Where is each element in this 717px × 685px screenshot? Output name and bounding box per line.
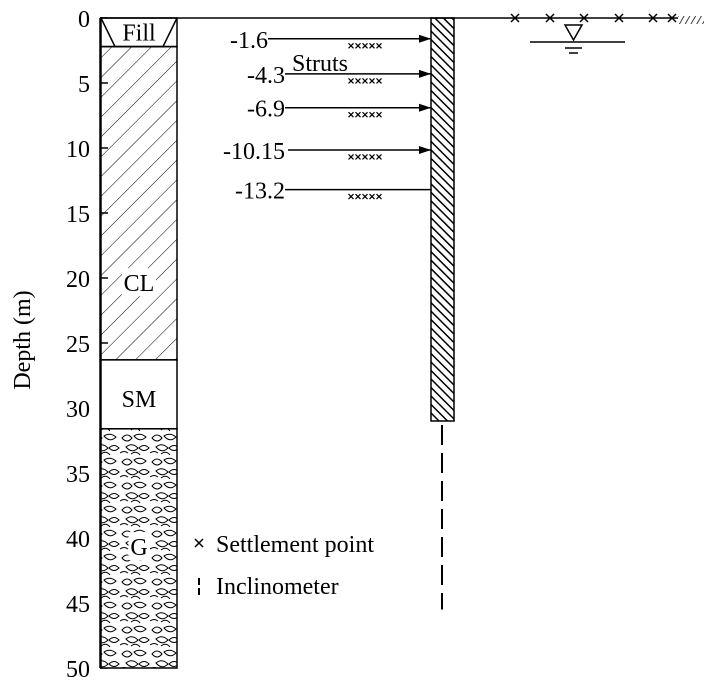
strut-level: -6.9 [247,97,431,123]
strut-level: -13.2 [235,179,431,205]
soil-layer-fill: Fill [100,17,178,48]
strut-arrowhead [419,103,431,112]
soil-layer-label: SM [122,387,157,413]
legend-inclinometer-label: Inclinometer [216,574,339,600]
ground-surface [100,13,704,54]
soil-layer-label: Fill [122,20,156,46]
tick-label: 25 [66,332,90,358]
retaining-wall [430,17,455,610]
soil-layer-sm: SM [100,359,178,430]
struts: -1.6 -4.3 -6.9 -10.15 -13.2 [223,28,431,205]
strut-arrowhead [419,34,431,43]
strut-level: -10.15 [223,139,431,165]
strut-depth-label: -1.6 [230,28,268,54]
tick-label: 30 [66,397,90,423]
strut-arrowhead [419,69,431,78]
settlement-point-marker [348,77,382,84]
tick-label: 20 [66,267,90,293]
water-level-triangle-icon [530,24,625,54]
ground-hatch-icon [678,16,704,24]
settlement-point-marker [348,193,382,200]
strut-level: -1.6 [230,28,431,54]
strut-level: -4.3 [247,63,431,89]
tick-label: 10 [66,137,90,163]
settlement-point-marker [579,13,589,23]
soil-layer-label: CL [124,271,155,297]
depth-axis-title: Depth (m) [10,290,36,389]
settlement-point-marker [614,13,624,23]
struts-label: Struts [292,51,348,77]
legend-settlement-marker [194,538,204,548]
legend: Settlement point Inclinometer [194,532,374,600]
tick-label: 5 [78,72,90,98]
settlement-point-marker [648,13,658,23]
tick-label: 40 [66,527,90,553]
settlement-points [510,13,677,23]
diaphragm-wall [430,17,455,422]
tick-label: 0 [78,7,90,33]
settlement-point-marker [348,42,382,49]
tick-label: 15 [66,202,90,228]
soil-layer-g: G [100,428,178,669]
strut-depth-label: -13.2 [235,179,285,205]
legend-settlement-label: Settlement point [216,532,374,558]
settlement-point-marker [667,13,677,23]
settlement-point-marker [348,111,382,118]
tick-label: 45 [66,592,90,618]
soil-layer-label: G [130,535,147,561]
strut-depth-label: -10.15 [223,139,285,165]
settlement-point-marker [510,13,520,23]
settlement-point-marker [545,13,555,23]
depth-axis: 0 5 10 15 20 25 30 35 40 45 50 Depth (m) [10,7,108,683]
soil-layer-cl: CL [100,45,178,361]
tick-label: 50 [66,657,90,683]
strut-arrowhead [419,145,431,154]
tick-label: 35 [66,462,90,488]
strut-depth-label: -6.9 [247,97,285,123]
settlement-point-marker [348,154,382,160]
strut-depth-label: -4.3 [247,63,285,89]
